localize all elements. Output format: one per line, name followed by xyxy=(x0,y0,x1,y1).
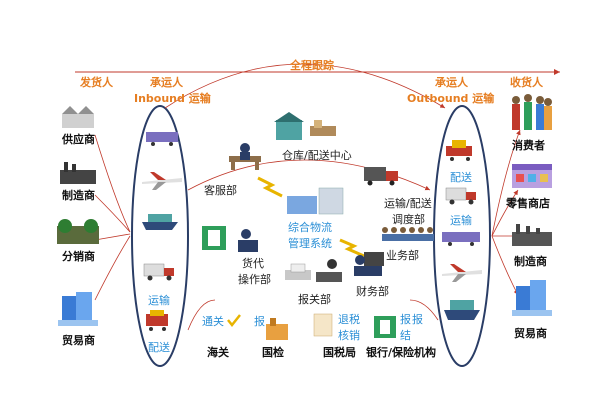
trade-building-icon xyxy=(58,292,98,326)
conveyor-icon xyxy=(310,120,336,136)
bank-icon xyxy=(374,316,396,338)
header-carrier-in: 承运人 xyxy=(150,76,183,89)
ship-icon xyxy=(142,214,178,230)
inbound-delivery-label: 配送 xyxy=(148,341,170,354)
supplier-icon xyxy=(62,106,94,128)
flow-retail xyxy=(491,189,519,237)
outbound-transport-label: 运输 xyxy=(450,214,472,227)
flow-distributor xyxy=(94,233,131,241)
settle-report-2-label: 报 xyxy=(412,313,423,326)
verify-label: 核销 xyxy=(338,329,360,342)
transport-delivery-label: 运输/配送 xyxy=(384,197,432,210)
inspection-building-icon xyxy=(266,318,288,340)
trade-building-icon xyxy=(512,280,552,316)
warehouse-icon xyxy=(274,112,304,140)
settle-report-label: 报 xyxy=(400,313,411,326)
consumers-icon xyxy=(512,94,552,130)
flow-trader-out xyxy=(491,235,519,296)
bolt-icon xyxy=(339,238,365,258)
inspection-report-label: 报 xyxy=(254,315,265,328)
receiver-label: 消费者 xyxy=(512,139,545,152)
customs-dept-label: 报关部 xyxy=(298,293,331,306)
shipper-label: 贸易商 xyxy=(62,334,95,347)
receiver-label: 制造商 xyxy=(514,255,547,268)
inbound-ellipse xyxy=(131,105,189,367)
receiver-label: 贸易商 xyxy=(514,327,547,340)
receiver-label: 零售商店 xyxy=(506,197,550,210)
factory-icon xyxy=(60,162,96,184)
truck-icon xyxy=(445,187,476,205)
server-icon xyxy=(287,187,344,215)
tracking-label: 全程跟踪 xyxy=(290,59,334,72)
train-icon xyxy=(146,132,178,146)
outbound-delivery-label: 配送 xyxy=(450,171,472,184)
dispatch-label: 调度部 xyxy=(392,213,425,226)
forwarder-label-2: 操作部 xyxy=(238,273,271,286)
arc-bottom-right xyxy=(409,299,439,321)
warehouse-label: 仓库/配送中心 xyxy=(282,149,352,162)
distributor-icon xyxy=(57,219,99,244)
flow-supplier xyxy=(94,134,131,233)
truck-icon xyxy=(143,263,174,281)
tax-refund-label: 退税 xyxy=(338,313,360,326)
system-label-1: 综合物流 xyxy=(288,221,332,234)
customs-label: 海关 xyxy=(207,346,229,359)
flow-consumer xyxy=(491,129,521,237)
customs-officer-icon xyxy=(316,259,342,282)
printer-icon xyxy=(285,263,311,280)
header-carrier-in-sub: Inbound 运输 xyxy=(134,92,211,105)
shipper-label: 供应商 xyxy=(62,133,95,146)
arc-bottom-left xyxy=(187,299,216,331)
header-carrier-out: 承运人 xyxy=(435,76,468,89)
system-label-2: 管理系统 xyxy=(288,237,332,250)
finance-label: 财务部 xyxy=(356,285,389,298)
customer-service-label: 客服部 xyxy=(204,184,237,197)
factory-icon xyxy=(512,224,552,246)
staff-group-icon xyxy=(382,227,434,241)
settle-label: 结 xyxy=(400,329,411,342)
retail-store-icon xyxy=(512,164,552,188)
forwarder-icon xyxy=(202,226,258,252)
bolt-icon xyxy=(257,176,283,198)
forwarder-label-1: 货代 xyxy=(242,257,264,270)
finance-icon xyxy=(354,252,384,276)
inbound-transport-label: 运输 xyxy=(148,294,170,307)
document-icon xyxy=(313,313,333,337)
delivery-truck-icon xyxy=(364,167,398,186)
flow-trader xyxy=(94,235,131,301)
shipper-label: 制造商 xyxy=(62,189,95,202)
ship-icon xyxy=(444,300,480,320)
airplane-icon xyxy=(442,264,482,282)
airplane-icon xyxy=(142,172,182,190)
train-icon xyxy=(442,232,480,246)
header-receiver: 收货人 xyxy=(510,76,543,89)
cart-icon xyxy=(446,140,472,161)
tax-bureau-label: 国税局 xyxy=(323,346,356,359)
bank-insurance-label: 银行/保险机构 xyxy=(366,346,437,359)
clearance-label: 通关 xyxy=(202,315,224,328)
customer-service-icon xyxy=(229,143,261,170)
arc-top xyxy=(164,63,446,109)
header-shipper: 发货人 xyxy=(80,76,113,89)
shipper-label: 分销商 xyxy=(62,250,95,263)
business-label: 业务部 xyxy=(386,249,419,262)
header-carrier-out-sub: Outbound 运输 xyxy=(407,92,495,105)
cart-icon xyxy=(146,310,168,331)
checkmark-icon xyxy=(227,314,241,328)
inspection-label: 国检 xyxy=(262,346,284,359)
flow-manufacturer xyxy=(94,194,131,233)
